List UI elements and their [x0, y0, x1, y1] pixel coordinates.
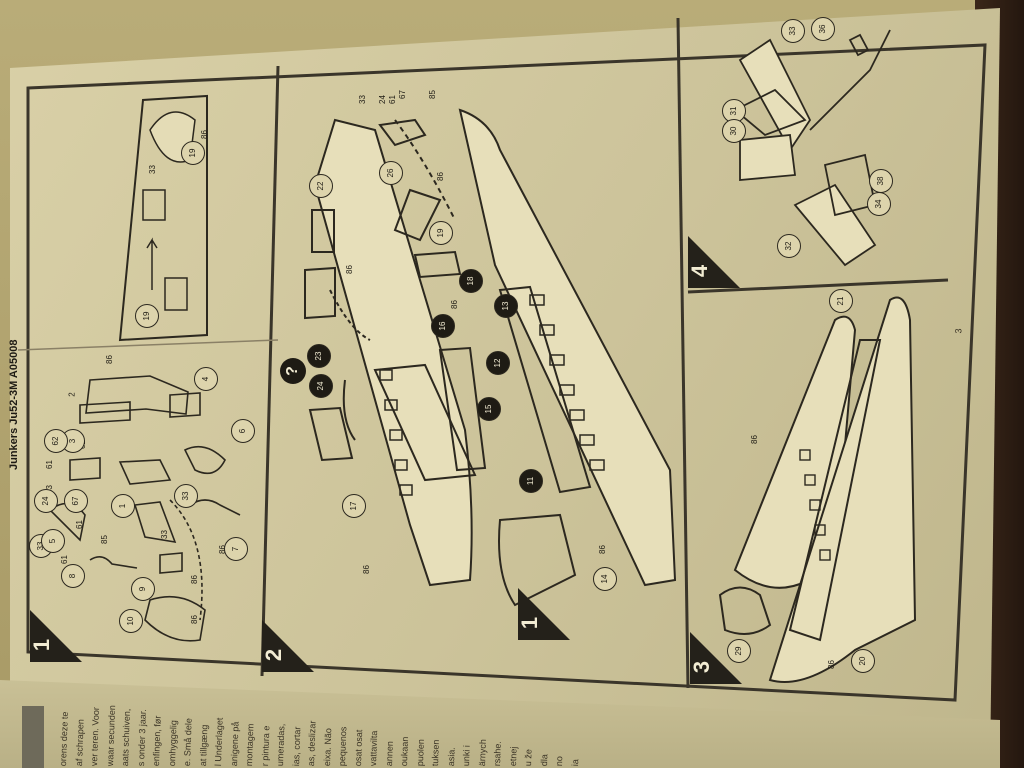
part-number-step3: 21 [829, 289, 853, 313]
part-number-step1: 7 [224, 537, 248, 561]
part-number-step2: 14 [593, 567, 617, 591]
lower-page-grey-bar [22, 706, 44, 768]
part-number-step1: 85 [99, 535, 109, 544]
part-number-step1: 67 [64, 489, 88, 513]
part-number-step2: 86 [449, 300, 459, 309]
part-number-step4: 38 [869, 169, 893, 193]
part-number-step3: 86 [749, 435, 759, 444]
step3-windows [799, 449, 831, 561]
part-number-step2: 24 [377, 95, 387, 104]
part-number-step2: 24 [309, 374, 333, 398]
step3-fuselage [718, 296, 917, 683]
part-number-step1: 61 [44, 460, 54, 469]
part-number-step2: 86 [597, 545, 607, 554]
part-number-step2: 33 [357, 95, 367, 104]
step1-inset-panel-b [164, 277, 188, 311]
part-number-step1: 61 [74, 520, 84, 529]
sheet-frame [26, 43, 987, 702]
part-number-step2: 16 [431, 314, 455, 338]
divider-step1-step2 [260, 65, 280, 677]
part-number-step1: 10 [119, 609, 143, 633]
part-number-step2: 15 [477, 397, 501, 421]
part-number-step2: 67 [397, 90, 407, 99]
part-number-step1_inset: 19 [135, 304, 159, 328]
part-number-step2: 13 [494, 294, 518, 318]
part-number-step1: 4 [194, 367, 218, 391]
part-number-step2: 12 [486, 351, 510, 375]
part-number-step4: 32 [777, 234, 801, 258]
part-number-step4: 34 [867, 192, 891, 216]
part-number-step1_inset: 33 [147, 165, 157, 174]
part-number-step3: 29 [727, 639, 751, 663]
part-number-step2: 23 [307, 344, 331, 368]
step1-inset-arrow [146, 237, 158, 290]
part-number-step2: 86 [435, 172, 445, 181]
part-number-step2: 17 [342, 494, 366, 518]
part-number-step4: 33 [781, 19, 805, 43]
step2-fuselage [304, 108, 677, 607]
part-number-step2: 11 [519, 469, 543, 493]
part-number-step2: 61 [387, 95, 397, 104]
part-number-step1: 6 [231, 419, 255, 443]
part-number-step1: 33 [174, 484, 198, 508]
part-number-step2: 19 [429, 221, 453, 245]
part-number-step1: 86 [189, 615, 199, 624]
part-number-step2: 85 [427, 90, 437, 99]
part-number-step2: 18 [459, 269, 483, 293]
header-title: Junkers Ju52-3M A05008 [8, 339, 20, 470]
divider-step2-step3 [676, 17, 690, 689]
fold-line [17, 339, 279, 351]
step1-inset-box [118, 94, 208, 342]
part-number-step1: 8 [61, 564, 85, 588]
part-number-step2: 86 [344, 265, 354, 274]
part-number-step1: 33 [159, 530, 169, 539]
part-number-step2: 22 [309, 174, 333, 198]
part-number-step1: 2 [67, 392, 77, 397]
part-number-step3: 20 [851, 649, 875, 673]
part-number-step1_inset: 86 [199, 130, 209, 139]
part-number-step4: 30 [722, 119, 746, 143]
part-number-step1: 1 [111, 494, 135, 518]
part-number-step2: 26 [379, 161, 403, 185]
part-number-step2: 86 [361, 565, 371, 574]
question-mark-badge: ? [280, 358, 306, 384]
part-number-step1: 86 [189, 575, 199, 584]
part-number-step1: 24 [34, 489, 58, 513]
part-number-step1: 5 [41, 529, 65, 553]
step2-windows [379, 294, 605, 496]
part-number-step1: 9 [131, 577, 155, 601]
part-number-step1: 61 [59, 555, 69, 564]
divider-step3-step4 [687, 278, 949, 294]
part-number-step1: 62 [44, 429, 68, 453]
step1-parts [48, 375, 241, 642]
step1-inset-panel-a [142, 189, 166, 221]
part-number-step1: 86 [104, 355, 114, 364]
page-number: 3 [953, 328, 964, 334]
part-number-step4: 36 [811, 17, 835, 41]
part-number-step3: 86 [826, 660, 836, 669]
step4-parts [733, 29, 891, 267]
part-number-step1_inset: 19 [181, 141, 205, 165]
